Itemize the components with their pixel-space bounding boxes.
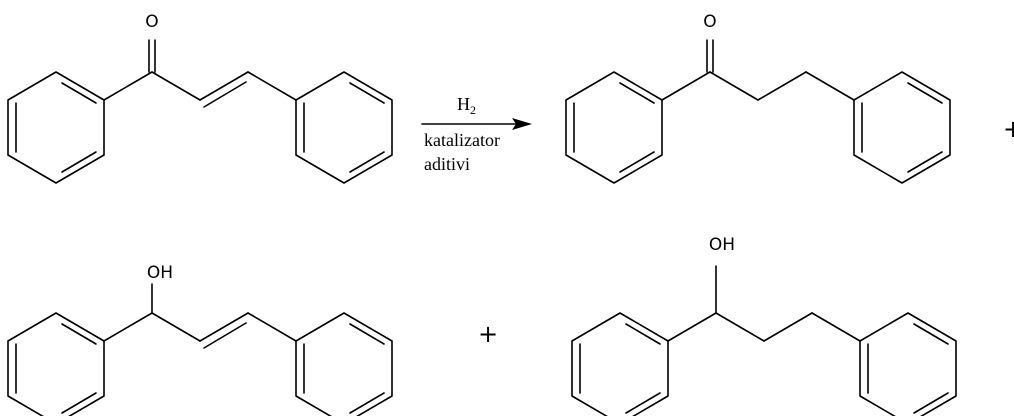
hydroxyl-label: OH <box>147 263 173 283</box>
reactant-chalcone: O <box>7 12 393 184</box>
benzene-ring-left <box>571 312 669 416</box>
plus-sign-2: + <box>478 320 498 348</box>
plus-sign-1: + <box>1003 115 1014 143</box>
allyl-chain <box>103 283 297 349</box>
benzene-ring-left <box>7 312 105 416</box>
carbonyl-oxygen-label: O <box>145 12 158 32</box>
hydroxyl-label: OH <box>709 235 735 255</box>
product-saturated-alcohol: OH <box>571 235 957 416</box>
product-allylic-alcohol: OH <box>7 263 393 416</box>
benzene-ring-right <box>859 312 957 416</box>
benzene-ring-left <box>7 71 105 184</box>
carbonyl-oxygen-label: O <box>703 12 716 32</box>
enone-chain <box>103 39 297 108</box>
condition-additives: aditivi <box>424 154 470 174</box>
ketone-chain <box>661 39 855 101</box>
benzene-ring-right <box>295 71 393 184</box>
benzene-ring-right <box>295 312 393 416</box>
condition-catalyst: katalizator <box>424 130 500 150</box>
product-saturated-ketone: O <box>565 12 951 184</box>
benzene-ring-right <box>853 71 951 184</box>
reaction-arrow <box>421 118 532 130</box>
propyl-chain <box>667 265 861 342</box>
benzene-ring-left <box>565 71 663 184</box>
reagent-h2: H2 <box>457 94 476 117</box>
